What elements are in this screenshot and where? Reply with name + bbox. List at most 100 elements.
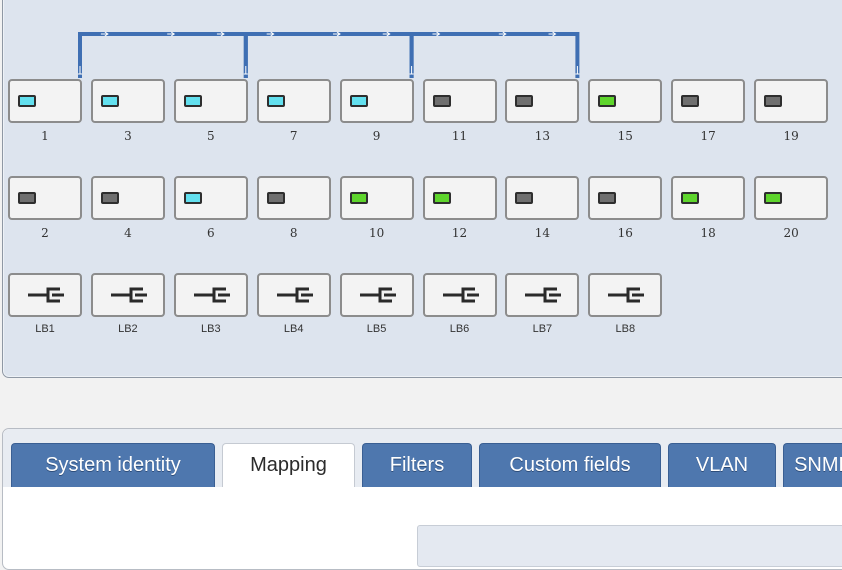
loopback-port-lb7[interactable]: [505, 273, 580, 317]
loopback-label: LB3: [201, 323, 221, 335]
loopback-label: LB4: [283, 323, 304, 335]
port-status-led-icon: [100, 192, 119, 204]
tab-mapping[interactable]: Mapping: [222, 443, 355, 487]
port-status-led-icon: [515, 95, 534, 107]
arrow-vertical-icon: [243, 66, 248, 75]
port-label: 1: [41, 129, 49, 143]
port-label: 11: [451, 129, 468, 143]
arrow-vertical-icon: [409, 66, 414, 75]
arrow-right-icon: [332, 31, 341, 37]
arrow-right-icon: [548, 31, 557, 37]
loopback-label: LB6: [449, 323, 470, 335]
loopback-icon: [26, 285, 66, 310]
port-13[interactable]: [505, 79, 580, 123]
port-5[interactable]: [173, 79, 248, 123]
port-17[interactable]: [671, 79, 746, 123]
port-status-led-icon: [681, 95, 700, 107]
loopback-icon: [606, 285, 646, 310]
tab-filters[interactable]: Filters: [362, 443, 472, 487]
port-status-led-icon: [266, 192, 285, 204]
port-9[interactable]: [339, 79, 414, 123]
port-15[interactable]: [588, 79, 663, 123]
port-status-led-icon: [598, 192, 617, 204]
port-label: 2: [41, 226, 49, 240]
tab-system-identity[interactable]: System identity: [11, 443, 215, 487]
port-label: 8: [289, 226, 298, 240]
loopback-port-lb4[interactable]: [256, 273, 331, 317]
loopback-label: LB8: [615, 323, 636, 335]
port-19[interactable]: [754, 79, 829, 123]
loopback-port-lb2[interactable]: [90, 273, 165, 317]
loopback-port-lb1[interactable]: [8, 273, 82, 317]
port-label: 10: [368, 226, 385, 240]
port-label: 15: [617, 129, 633, 143]
arrow-right-icon: [100, 31, 109, 37]
arrow-right-icon: [498, 31, 507, 37]
port-3[interactable]: [90, 79, 165, 123]
port-status-led-icon: [764, 95, 783, 107]
port-status-led-icon: [681, 192, 700, 204]
loopback-label: LB1: [35, 323, 55, 335]
connection-line[interactable]: [409, 32, 580, 78]
connection-line[interactable]: [78, 32, 248, 78]
port-label: 19: [783, 129, 799, 143]
loopback-icon: [441, 285, 481, 310]
loopback-icon: [192, 285, 232, 310]
port-8[interactable]: [256, 176, 331, 220]
port-status-led-icon: [183, 95, 202, 107]
loopback-icon: [358, 285, 398, 310]
port-6[interactable]: [173, 176, 248, 220]
port-label: 6: [206, 226, 215, 240]
tab-snmp[interactable]: SNMP: [783, 443, 842, 487]
port-label: 14: [534, 226, 551, 240]
port-status-led-icon: [764, 192, 783, 204]
port-label: 9: [372, 129, 381, 143]
connection-line[interactable]: [243, 32, 414, 78]
loopback-port-lb8[interactable]: [588, 273, 663, 317]
port-4[interactable]: [90, 176, 165, 220]
port-status-led-icon: [432, 192, 451, 204]
port-status-led-icon: [100, 95, 119, 107]
loopback-port-lb6[interactable]: [422, 273, 497, 317]
port-status-led-icon: [598, 95, 617, 107]
tab-content-box: [417, 525, 842, 567]
port-label: 5: [206, 129, 215, 143]
loopback-icon: [275, 285, 315, 310]
loopback-port-lb3[interactable]: [173, 273, 248, 317]
tab-custom-fields[interactable]: Custom fields: [479, 443, 661, 487]
port-status-led-icon: [432, 95, 451, 107]
arrow-vertical-icon: [78, 66, 82, 75]
port-status-led-icon: [349, 192, 368, 204]
loopback-label: LB2: [118, 323, 138, 335]
arrow-vertical-icon: [575, 66, 580, 75]
arrow-right-icon: [382, 31, 391, 37]
port-label: 17: [700, 129, 716, 143]
port-7[interactable]: [256, 79, 331, 123]
port-10[interactable]: [339, 176, 414, 220]
port-16[interactable]: [588, 176, 663, 220]
port-status-led-icon: [18, 192, 36, 204]
port-1[interactable]: [8, 79, 82, 123]
loopback-label: LB7: [532, 323, 553, 335]
port-20[interactable]: [754, 176, 829, 220]
port-label: 13: [534, 129, 551, 143]
port-status-led-icon: [349, 95, 368, 107]
port-label: 4: [124, 226, 132, 240]
loopback-port-lb5[interactable]: [339, 273, 414, 317]
port-12[interactable]: [422, 176, 497, 220]
port-18[interactable]: [671, 176, 746, 220]
port-label: 18: [700, 226, 716, 240]
port-14[interactable]: [505, 176, 580, 220]
port-label: 7: [289, 129, 298, 143]
arrow-right-icon: [432, 31, 441, 37]
port-status-led-icon: [266, 95, 285, 107]
port-11[interactable]: [422, 79, 497, 123]
tab-vlan[interactable]: VLAN: [668, 443, 776, 487]
port-2[interactable]: [8, 176, 82, 220]
port-label: 20: [783, 226, 799, 240]
arrow-right-icon: [167, 31, 176, 37]
port-status-led-icon: [515, 192, 534, 204]
